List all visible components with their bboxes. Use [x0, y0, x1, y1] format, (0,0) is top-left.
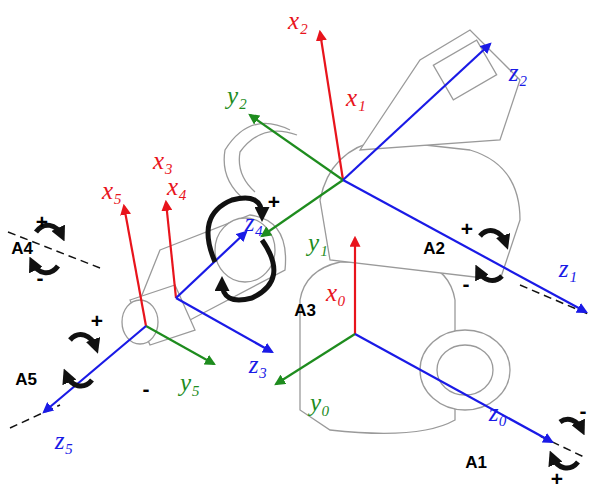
- axis-label: x₄: [167, 174, 187, 199]
- joint-label: A5: [15, 371, 37, 388]
- robot-body: [122, 30, 520, 433]
- joint-label: A4: [11, 240, 33, 257]
- axis-label: z₅: [55, 428, 73, 453]
- axis-label: z₀: [489, 400, 507, 425]
- direction-sign: -: [580, 400, 587, 421]
- axis-label: x₁: [346, 85, 366, 110]
- axis-label: x₀: [326, 280, 346, 305]
- axis-label: x₂: [288, 8, 308, 33]
- axis-label: z₂: [509, 60, 527, 85]
- direction-sign: +: [36, 211, 48, 232]
- axis-label: z₄: [245, 210, 263, 235]
- direction-sign: +: [91, 310, 103, 331]
- direction-sign: -: [37, 267, 44, 288]
- joint-label: A1: [465, 454, 487, 471]
- axis-label: x₅: [102, 178, 122, 203]
- joint-label: A2: [423, 240, 445, 257]
- direction-sign: +: [461, 218, 473, 239]
- direction-sign: -: [143, 378, 150, 399]
- rotation-arrow: [32, 198, 582, 468]
- axis-label: y₁: [308, 230, 328, 255]
- joint-label: A3: [294, 302, 316, 319]
- axis-label: z₁: [559, 256, 577, 281]
- axis-label: x₃: [153, 148, 173, 173]
- direction-sign: +: [551, 468, 563, 489]
- axis-label: y₅: [180, 370, 200, 395]
- direction-sign: -: [463, 273, 470, 294]
- direction-sign: +: [268, 191, 280, 212]
- axis-label: y₂: [227, 83, 247, 108]
- frame-axes: [44, 32, 586, 442]
- axis-label: y₀: [310, 390, 330, 415]
- axis-label: z₃: [249, 352, 267, 377]
